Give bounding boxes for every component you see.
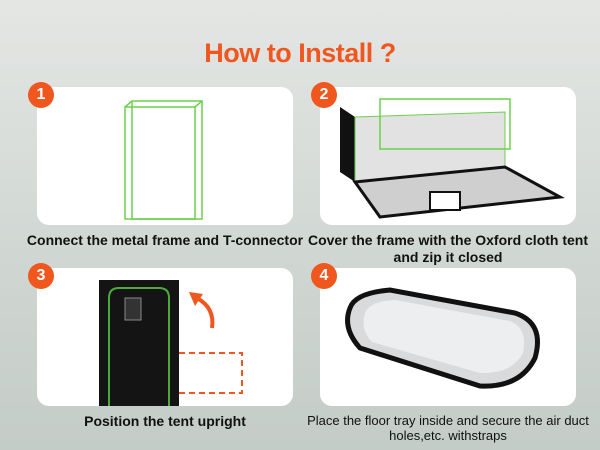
step-1-caption: Connect the metal frame and T-connector [26,232,304,248]
page-title: How to Install ? [204,38,396,68]
step-4-badge: 4 [311,263,337,289]
metal-frame-illustration [124,100,203,220]
step-2-caption: Cover the frame with the Oxford cloth te… [307,232,589,265]
tent-cover-illustration [340,98,565,219]
step-3-caption: Position the tent upright [84,413,246,429]
upright-tent-illustration [99,280,243,406]
step-2-badge: 2 [311,82,337,108]
step-2-image [320,87,576,225]
step-4-image [320,268,576,406]
step-1-badge: 1 [28,82,54,108]
floor-tray-illustration [345,287,540,389]
step-3-badge: 3 [28,263,54,289]
step-4-caption: Place the floor tray inside and secure t… [307,413,589,443]
step-1-image [37,87,293,225]
step-3-image [37,268,293,406]
